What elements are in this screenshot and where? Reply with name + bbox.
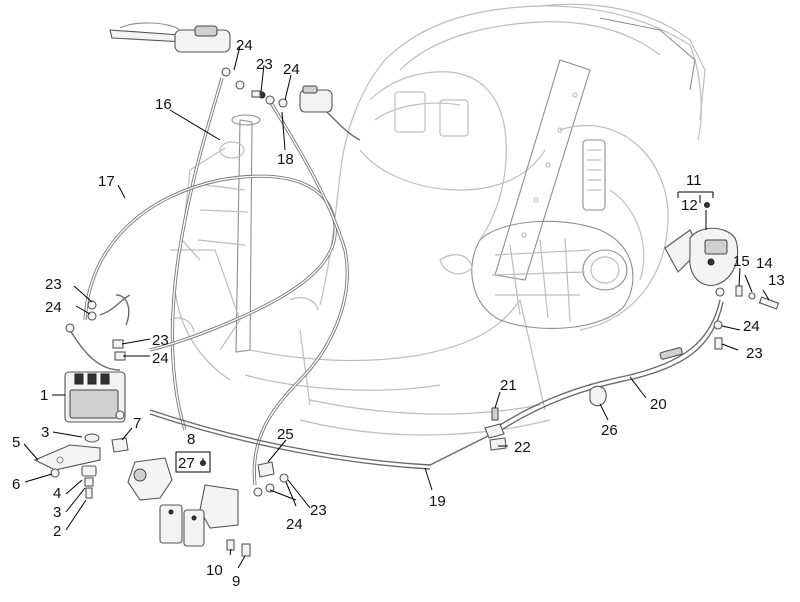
callout-labels: 1 2 3 3 4 5 6 7 8 9 10 11 12 13 14 15 16… bbox=[12, 37, 785, 590]
clip-22 bbox=[489, 437, 507, 451]
brake-cable-19 bbox=[149, 409, 491, 470]
abs-hydraulic-unit bbox=[64, 371, 126, 423]
callout-3b: 3 bbox=[53, 504, 61, 521]
front-brake-lever-master-cylinder bbox=[109, 22, 231, 53]
bolt-10 bbox=[226, 539, 235, 551]
clamp-25 bbox=[257, 461, 275, 478]
bolt-9 bbox=[241, 543, 251, 557]
brake-cable-20 bbox=[499, 299, 724, 430]
callout-5: 5 bbox=[12, 434, 20, 451]
caliper-fittings bbox=[253, 473, 289, 497]
washer-right-24 bbox=[713, 320, 723, 330]
callout-25: 25 bbox=[277, 426, 294, 443]
brake-hose-18 bbox=[252, 97, 349, 486]
callout-6: 6 bbox=[12, 476, 20, 493]
callout-10: 10 bbox=[206, 562, 223, 579]
top-fittings bbox=[221, 67, 288, 108]
callout-8: 8 bbox=[187, 431, 195, 448]
callout-16: 16 bbox=[155, 96, 172, 113]
callout-21: 21 bbox=[500, 377, 517, 394]
screw-21 bbox=[491, 407, 499, 421]
nut-6 bbox=[50, 468, 60, 478]
brake-hose-17 bbox=[83, 174, 337, 352]
callout-24-top-b: 24 bbox=[283, 61, 300, 78]
rear-brake-actuator bbox=[664, 227, 739, 286]
callout-7: 7 bbox=[133, 415, 141, 432]
callout-11: 11 bbox=[686, 172, 702, 189]
brake-hose-16 bbox=[170, 77, 224, 431]
leader-lines bbox=[23, 45, 770, 569]
callout-24-left: 24 bbox=[45, 299, 62, 316]
brake-lines bbox=[69, 77, 724, 486]
left-fittings bbox=[65, 294, 130, 361]
callout-3a: 3 bbox=[41, 424, 49, 441]
bushing-26 bbox=[589, 385, 607, 407]
callout-13: 13 bbox=[768, 272, 785, 289]
scooter-frame-illustration bbox=[169, 3, 706, 436]
callout-22: 22 bbox=[514, 439, 531, 456]
callout-17: 17 bbox=[98, 173, 115, 190]
callout-27: 27 bbox=[178, 455, 195, 472]
callout-9: 9 bbox=[232, 573, 240, 590]
mount-stack bbox=[81, 465, 97, 499]
fitting-right bbox=[715, 287, 725, 297]
callout-24-right: 24 bbox=[743, 318, 760, 335]
callout-23-bottom: 23 bbox=[310, 502, 327, 519]
callout-23-right: 23 bbox=[746, 345, 763, 362]
callout-1: 1 bbox=[40, 387, 48, 404]
callout-14: 14 bbox=[756, 255, 773, 272]
bolt-right-23 bbox=[714, 337, 723, 350]
callout-4: 4 bbox=[53, 485, 61, 502]
clip-7 bbox=[111, 437, 129, 453]
group-marker-27 bbox=[200, 460, 206, 466]
cable-end-fitting bbox=[484, 423, 505, 439]
callout-23-left: 23 bbox=[45, 276, 62, 293]
abs-bracket bbox=[33, 444, 101, 471]
group-marker-12 bbox=[704, 202, 710, 208]
callout-24-bottom: 24 bbox=[286, 516, 303, 533]
callout-23-mid: 23 bbox=[152, 332, 169, 349]
callout-15: 15 bbox=[733, 253, 750, 270]
callout-23-top: 23 bbox=[256, 56, 273, 73]
brake-caliper-assembly bbox=[127, 457, 239, 547]
callout-19: 19 bbox=[429, 493, 446, 510]
callout-18: 18 bbox=[277, 151, 294, 168]
callout-20: 20 bbox=[650, 396, 667, 413]
callout-12: 12 bbox=[681, 197, 698, 214]
actuator-bolts bbox=[735, 285, 780, 310]
rear-brake-master-cylinder bbox=[299, 85, 333, 113]
callout-24-top-a: 24 bbox=[236, 37, 253, 54]
callout-24-mid: 24 bbox=[152, 350, 169, 367]
callout-2: 2 bbox=[53, 523, 61, 540]
callout-26: 26 bbox=[601, 422, 618, 439]
grommet-3 bbox=[84, 433, 100, 443]
